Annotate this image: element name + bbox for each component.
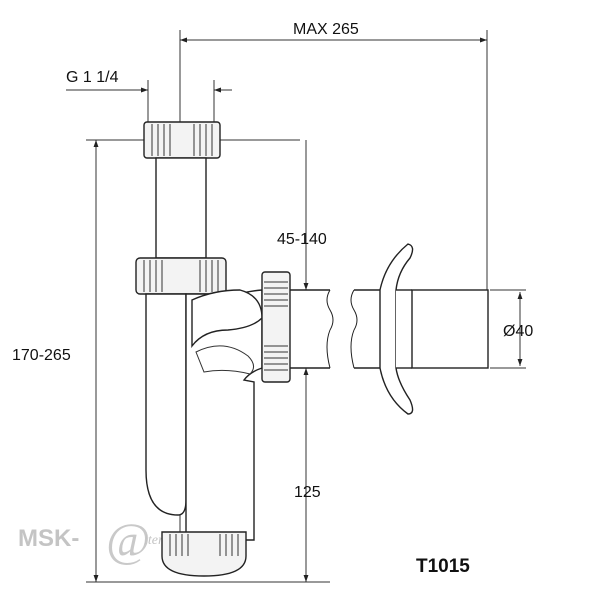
diameter-label: Ø40: [503, 323, 533, 340]
dimension-diameter: Ø40: [490, 289, 533, 369]
inlet-nut: [143, 121, 221, 159]
bottom-cap: [161, 531, 247, 577]
watermark-brand: MSK-: [18, 525, 79, 552]
height-range-label: 170-265: [12, 347, 71, 364]
dimension-outlet-range: 45-140: [277, 140, 327, 290]
lower-height-label: 125: [294, 484, 321, 501]
watermark-at-symbol: @: [106, 514, 150, 567]
dip-tube: [145, 293, 187, 516]
dimension-thread: G 1 1/4: [66, 69, 232, 93]
wall-pipe: [411, 289, 489, 369]
model-label: T1015: [416, 556, 470, 577]
dimension-height-range: 170-265: [12, 140, 99, 582]
thread-label: G 1 1/4: [66, 69, 119, 86]
dimension-lower-height: 125: [294, 368, 321, 582]
inlet-tube: [155, 157, 207, 259]
dimension-max-length: MAX 265: [180, 21, 487, 43]
outlet-range-label: 45-140: [277, 231, 327, 248]
max-length-label: MAX 265: [293, 21, 359, 38]
wall-rosette: [379, 243, 489, 415]
siphon-body: [135, 121, 291, 577]
outlet-pipe: [290, 289, 395, 369]
